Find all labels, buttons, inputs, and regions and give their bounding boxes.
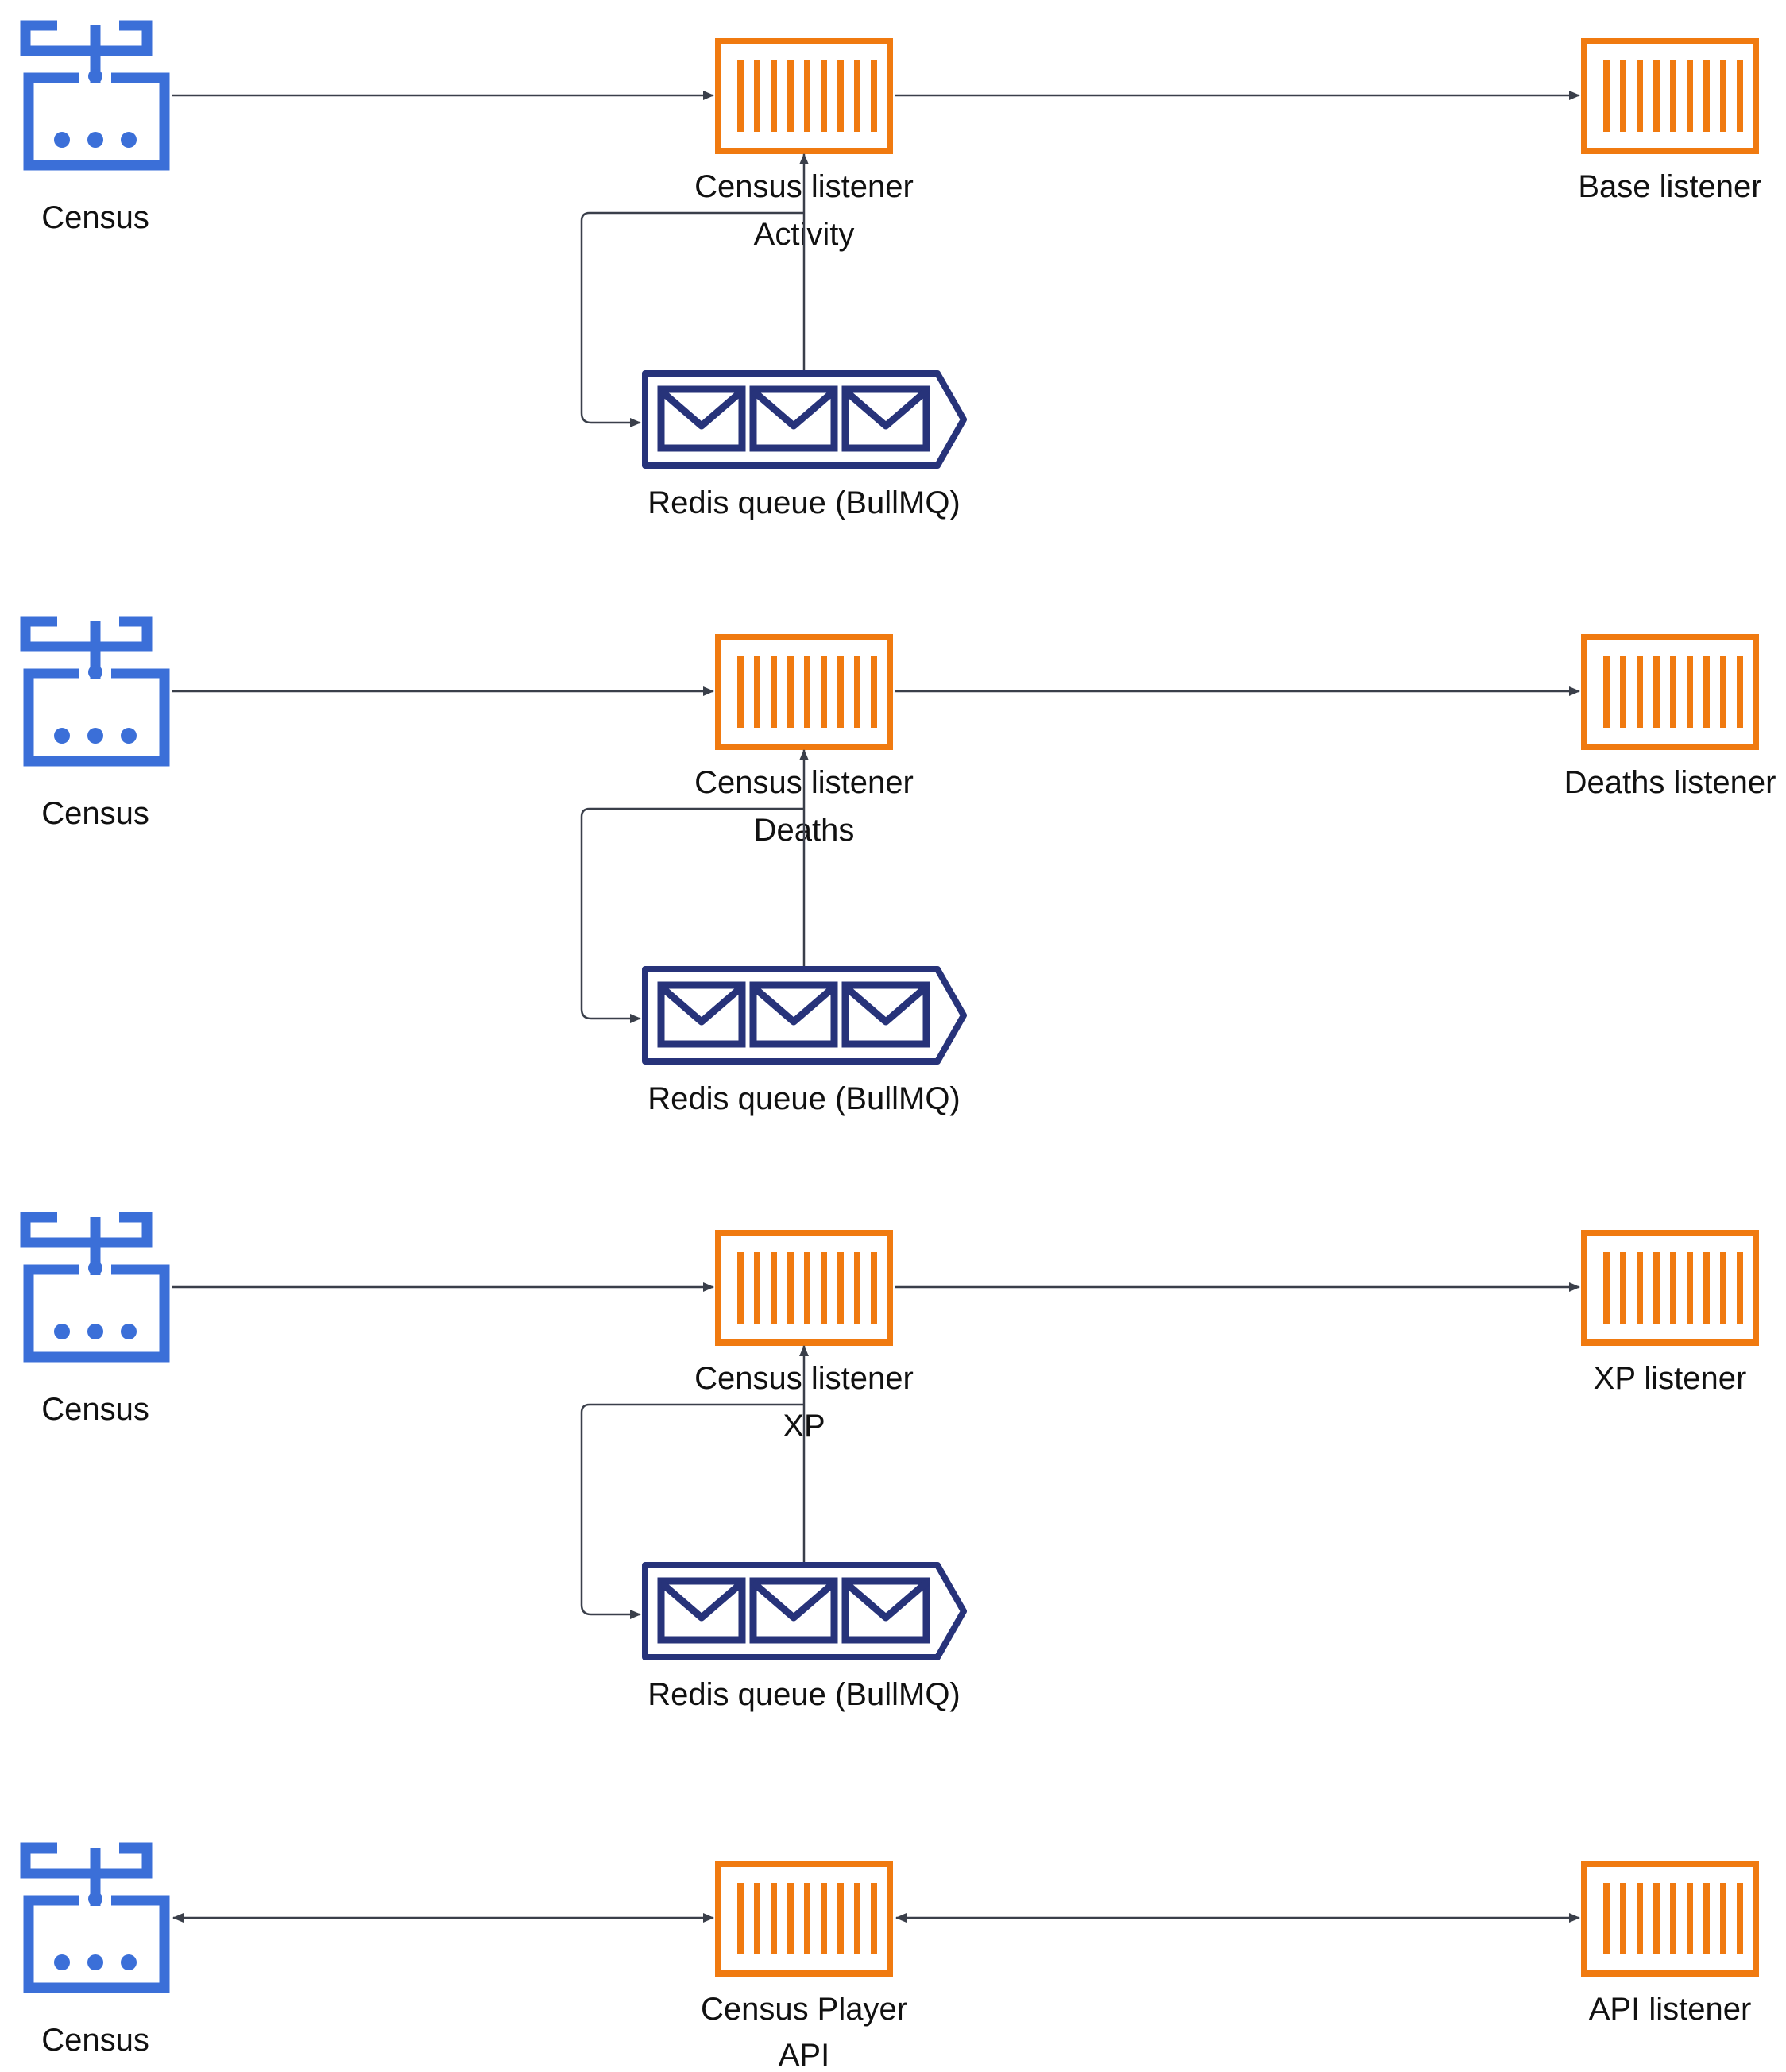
census-player-api-label-line1: Census Player: [701, 1992, 907, 2027]
census-listener-container-icon: [718, 41, 890, 151]
redis-queue-label: Redis queue (BullMQ): [648, 1081, 961, 1116]
flow-row-deaths: Census Census listener Deaths Redis queu…: [25, 621, 1776, 1116]
xp-listener-container-icon: [1584, 1233, 1756, 1343]
deaths-listener-container-icon: [1584, 637, 1756, 747]
redis-queue-icon: [645, 969, 964, 1061]
census-label: Census: [41, 200, 149, 235]
redis-queue-label: Redis queue (BullMQ): [648, 1677, 961, 1712]
census-server-icon: [25, 1848, 164, 1988]
redis-queue-icon: [645, 1565, 964, 1657]
census-label: Census: [41, 796, 149, 831]
edge-listener-to-queue: [580, 807, 804, 1023]
edge-listener-to-queue: [580, 1403, 804, 1619]
census-player-api-label-line2: API: [779, 2038, 829, 2072]
census-server-icon: [25, 25, 164, 165]
census-label: Census: [41, 2023, 149, 2058]
census-listener-container-icon: [718, 637, 890, 747]
census-server-icon: [25, 621, 164, 761]
target-listener-label: Deaths listener: [1564, 765, 1776, 800]
flow-row-activity: Census Census listener Activity Redis qu…: [25, 25, 1762, 520]
target-listener-label: Base listener: [1578, 169, 1761, 204]
target-listener-label: API listener: [1589, 1992, 1752, 2027]
redis-queue-icon: [645, 373, 964, 466]
flow-row-xp: Census Census listener XP Redis queue (B…: [25, 1217, 1756, 1712]
base-listener-container-icon: [1584, 41, 1756, 151]
edge-listener-to-queue: [580, 211, 804, 427]
census-listener-container-icon: [718, 1233, 890, 1343]
census-player-api-container-icon: [718, 1864, 890, 1973]
redis-queue-label: Redis queue (BullMQ): [648, 485, 961, 520]
api-listener-container-icon: [1584, 1864, 1756, 1973]
target-listener-label: XP listener: [1594, 1361, 1747, 1396]
flow-row-api: Census Census Player API API listener: [25, 1848, 1756, 2072]
census-label: Census: [41, 1392, 149, 1427]
census-server-icon: [25, 1217, 164, 1357]
